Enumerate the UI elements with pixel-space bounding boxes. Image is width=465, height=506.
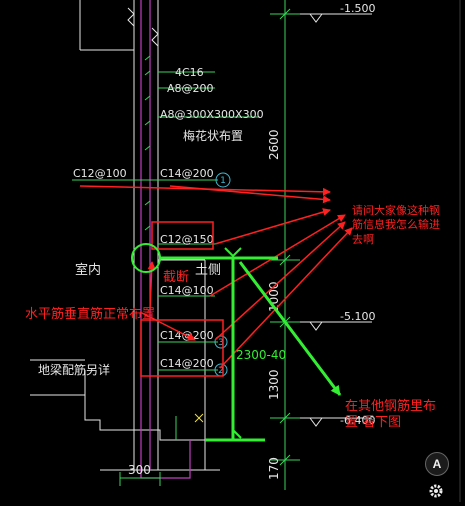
label-c14-100: C14@100 bbox=[160, 284, 214, 297]
label-dim-2600: 2600 bbox=[267, 129, 281, 160]
label-indoor: 室内 bbox=[75, 262, 101, 278]
label-a8-200: A8@200 bbox=[167, 82, 214, 95]
label-elev-mid: -5.100 bbox=[340, 310, 375, 323]
label-dim-1300: 1300 bbox=[267, 369, 281, 400]
gear-button[interactable] bbox=[425, 480, 447, 502]
section-marker-2: 2 bbox=[218, 366, 224, 376]
other-rebar-note-line-2: 置 看下图 bbox=[345, 414, 401, 430]
section-marker-1: 1 bbox=[220, 176, 226, 186]
label-a8-grid: A8@300X300X300 bbox=[160, 108, 264, 121]
bottom-dimension bbox=[119, 472, 161, 486]
question-line-3: 去啊 bbox=[352, 233, 374, 246]
green-annotations bbox=[131, 243, 342, 442]
wall-rebar-lines bbox=[140, 0, 191, 479]
a-label: A bbox=[432, 457, 442, 471]
label-c12-100: C12@100 bbox=[73, 167, 127, 180]
cut-note: 截断 bbox=[163, 270, 189, 285]
elevation-markers bbox=[300, 13, 372, 427]
label-beam-rebar-note: 地梁配筋另详 bbox=[38, 362, 110, 377]
gear-icon bbox=[429, 484, 443, 498]
label-c14-200-low: C14@200 bbox=[160, 357, 214, 370]
question-line-1: 请问大家像这种钢 bbox=[352, 203, 440, 217]
leader-lines bbox=[72, 55, 260, 440]
label-c12-150: C12@150 bbox=[160, 233, 214, 246]
wall-outline bbox=[30, 0, 220, 471]
label-dim-300: 300 bbox=[128, 463, 151, 477]
question-line-2: 筋信息我怎么输进 bbox=[352, 217, 440, 231]
cross-mark bbox=[194, 413, 204, 423]
floating-toolbar: A bbox=[425, 452, 449, 502]
a-button[interactable]: A bbox=[425, 452, 449, 476]
label-elev-bot: -6.400 bbox=[340, 414, 375, 427]
horizontal-rebar-note: 水平筋垂直筋正常布置 bbox=[25, 306, 155, 322]
section-marker-3: 3 bbox=[218, 338, 224, 348]
red-annotations bbox=[79, 185, 353, 377]
label-dim-170: 170 bbox=[267, 457, 281, 480]
label-c14-200-top: C14@200 bbox=[160, 167, 214, 180]
label-plum-layout: 梅花状布置 bbox=[183, 128, 243, 143]
label-soil-side: 土侧 bbox=[195, 263, 221, 278]
label-elev-top: -1.500 bbox=[340, 2, 375, 15]
green-dimension-text: 2300-40 bbox=[236, 348, 286, 362]
other-rebar-note-line-1: 在其他钢筋里布 bbox=[345, 398, 436, 414]
label-4c16: 4C16 bbox=[175, 66, 204, 79]
